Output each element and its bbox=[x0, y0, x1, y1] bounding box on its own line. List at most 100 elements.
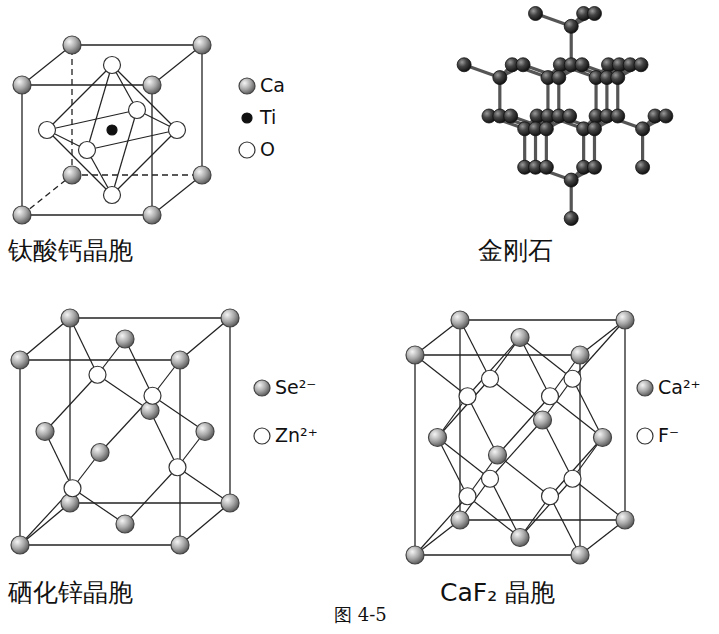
legend-label: F⁻ bbox=[658, 424, 679, 446]
cell-edge bbox=[460, 519, 625, 520]
cell-edge bbox=[459, 320, 460, 520]
carbon-atom bbox=[587, 160, 601, 174]
carbon-atom bbox=[634, 58, 648, 72]
legend-swatch bbox=[242, 113, 252, 123]
bond bbox=[498, 455, 551, 496]
atom bbox=[11, 351, 29, 369]
carbon-atom bbox=[539, 160, 553, 174]
cell-edge bbox=[180, 503, 230, 545]
cell-edge bbox=[152, 175, 202, 215]
atom bbox=[482, 370, 499, 387]
atom bbox=[451, 511, 469, 529]
atom bbox=[406, 346, 424, 364]
legend-label: Ti bbox=[260, 106, 276, 128]
atom bbox=[221, 309, 239, 327]
carbon-atom bbox=[552, 71, 566, 85]
carbon-atom bbox=[539, 122, 553, 136]
atom bbox=[482, 470, 499, 487]
carbon-atom bbox=[636, 160, 650, 174]
atom bbox=[11, 536, 29, 554]
atom bbox=[511, 329, 529, 347]
cell-edge bbox=[20, 503, 70, 545]
figure-label: 硒化锌晶胞 bbox=[8, 578, 133, 608]
atom bbox=[193, 166, 211, 184]
legend-label: Se²⁻ bbox=[275, 376, 316, 398]
atom bbox=[61, 309, 79, 327]
cell-edge bbox=[20, 359, 180, 360]
cell-edge bbox=[72, 44, 202, 45]
legend-text: Zn²⁺ bbox=[275, 424, 318, 447]
atom bbox=[459, 488, 476, 505]
calcium-fluoride-cell bbox=[406, 311, 634, 564]
figure-label: 金刚石 bbox=[478, 236, 553, 266]
cell-edge bbox=[415, 354, 580, 355]
legend-label: O bbox=[260, 138, 275, 160]
legend-label: Zn²⁺ bbox=[275, 424, 318, 446]
cell-edge bbox=[415, 554, 580, 555]
bond bbox=[125, 467, 178, 524]
atom bbox=[116, 515, 134, 533]
zinc-selenide-cell bbox=[11, 309, 239, 554]
cell-edge bbox=[229, 318, 230, 503]
bond bbox=[460, 320, 490, 379]
atom bbox=[91, 444, 109, 462]
legend-text: Se²⁻ bbox=[275, 376, 316, 399]
legend-text: Ti bbox=[260, 106, 276, 129]
atom bbox=[571, 546, 589, 564]
atom bbox=[564, 370, 581, 387]
legend-text: Ca bbox=[260, 74, 285, 97]
octahedron-edge bbox=[112, 65, 177, 130]
carbon-atom bbox=[659, 109, 673, 123]
cell-edge bbox=[20, 544, 180, 545]
atom bbox=[36, 423, 54, 441]
atom bbox=[542, 388, 559, 405]
atom bbox=[171, 351, 189, 369]
cell-edge bbox=[21, 85, 22, 215]
carbon-atom bbox=[493, 71, 507, 85]
atom bbox=[143, 76, 161, 94]
atom bbox=[143, 206, 161, 224]
carbon-atom bbox=[504, 109, 518, 123]
cell-edge bbox=[180, 318, 230, 360]
legend-swatch bbox=[239, 142, 255, 158]
cell-edge bbox=[22, 45, 72, 85]
atom bbox=[129, 102, 146, 119]
atom bbox=[104, 187, 121, 204]
atom bbox=[13, 76, 31, 94]
atom bbox=[616, 511, 634, 529]
octahedron-edge bbox=[87, 130, 177, 150]
carbon-atom bbox=[587, 7, 601, 21]
legend-swatch bbox=[239, 78, 255, 94]
structure-name: 金刚石 bbox=[478, 236, 553, 265]
octahedron-edge bbox=[47, 130, 112, 195]
atom bbox=[406, 546, 424, 564]
bond bbox=[468, 338, 521, 397]
atom bbox=[511, 529, 529, 547]
bond bbox=[438, 379, 491, 438]
carbon-atom bbox=[564, 19, 578, 33]
bond bbox=[573, 379, 603, 438]
bond bbox=[438, 438, 468, 497]
atom bbox=[144, 387, 161, 404]
atom bbox=[39, 122, 56, 139]
carbon-atom bbox=[564, 173, 578, 187]
bond bbox=[438, 438, 491, 479]
cell-edge bbox=[624, 320, 625, 520]
bond bbox=[550, 396, 603, 437]
atom bbox=[571, 346, 589, 364]
cell-edge bbox=[70, 317, 230, 318]
bond bbox=[520, 338, 550, 397]
structure-name: CaF₂ 晶胞 bbox=[440, 578, 555, 607]
legend-label: Ca bbox=[260, 74, 285, 96]
cell-edge bbox=[22, 175, 72, 215]
cell-edge bbox=[579, 355, 580, 555]
legend-swatch bbox=[254, 428, 270, 444]
atom bbox=[594, 429, 612, 447]
bond bbox=[550, 438, 603, 497]
carbon-atom bbox=[516, 58, 530, 72]
structure-name: 硒化锌晶胞 bbox=[8, 578, 133, 607]
cell-edge bbox=[152, 45, 202, 85]
bond bbox=[45, 375, 98, 432]
atom bbox=[221, 494, 239, 512]
